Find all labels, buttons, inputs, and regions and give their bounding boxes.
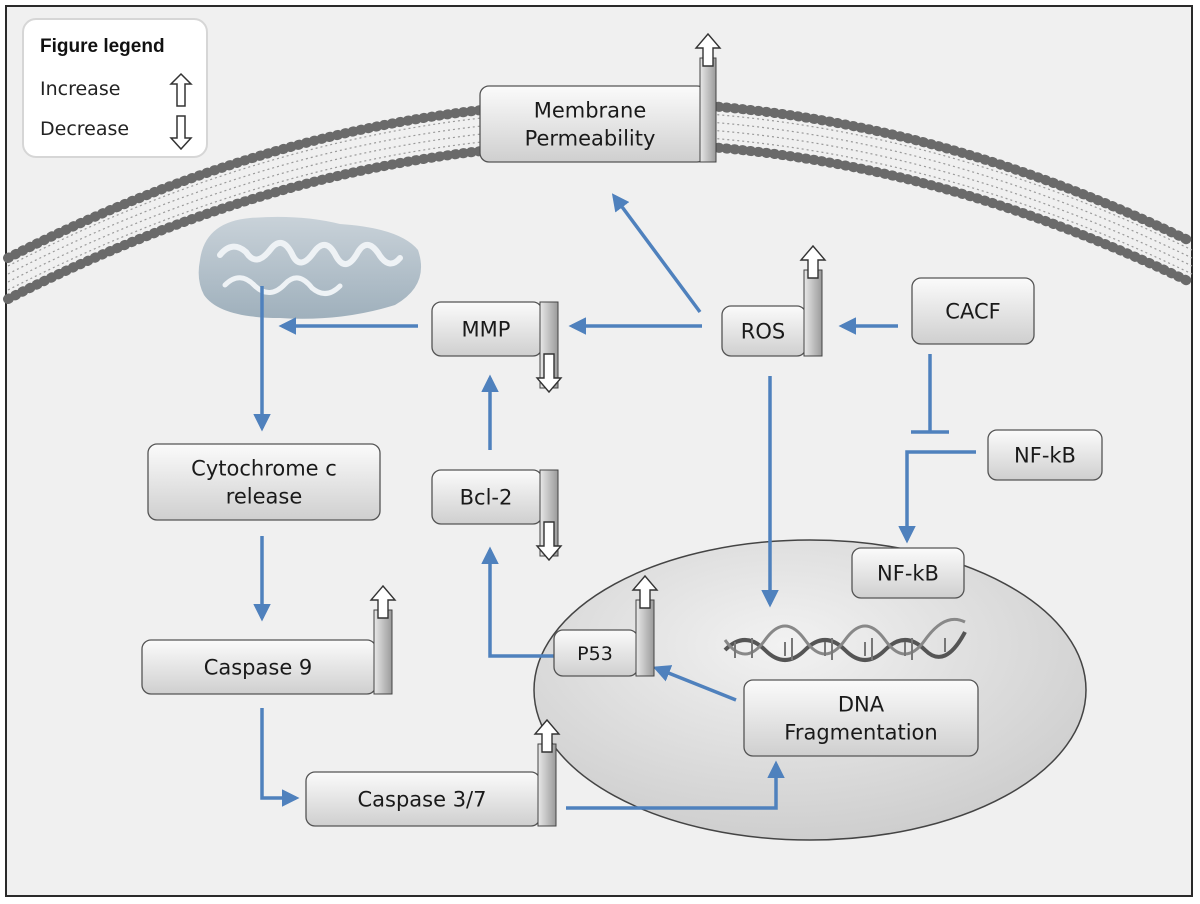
- bcl2-decrease-arrow-icon: [535, 521, 563, 562]
- ros-regulation-bar: [803, 269, 823, 357]
- nfkb-nucleus-label: NF-kB: [877, 562, 939, 586]
- nfkb-cytoplasm-label: NF-kB: [1014, 444, 1076, 468]
- p53-label: P53: [577, 643, 613, 665]
- dna-fragmentation-label: DNA: [838, 692, 885, 716]
- membrane-permeability-label: Permeability: [525, 127, 656, 151]
- nfkb-nucleus-box: [851, 547, 965, 599]
- cytochrome-c-label: release: [226, 485, 303, 509]
- cacf-label: CACF: [945, 300, 1000, 324]
- legend-increase-label: Increase: [40, 78, 121, 100]
- legend-decrease-arrow-icon: [169, 115, 193, 151]
- cytochrome-c-box: [147, 443, 381, 521]
- dna-fragmentation-box: [743, 679, 979, 757]
- dna-fragmentation-label: Fragmentation: [784, 721, 937, 745]
- arrow-dna-fragmentation-to-p53: [652, 665, 737, 702]
- mitochondrion-icon: [198, 216, 422, 319]
- arrow-caspase-3-7-to-dna-fragmentation: [566, 760, 785, 810]
- membrane-permeability-label: Membrane: [534, 98, 647, 122]
- cytochrome-c-label: Cytochrome c: [191, 456, 337, 480]
- caspase37-label: Caspase 3/7: [357, 788, 486, 812]
- inhibition-cacf-nfkb: [911, 354, 949, 434]
- arrow-p53-to-bcl2: [481, 546, 554, 658]
- dna-fragmentation-node: DNA Fragmentation: [743, 679, 979, 757]
- figure-legend: Figure legend Increase Decrease: [22, 18, 208, 158]
- caspase9-regulation-bar: [373, 609, 393, 695]
- caspase37-node: Caspase 3/7: [305, 718, 561, 827]
- p53-node: P53: [553, 574, 659, 677]
- ros-increase-arrow-icon: [799, 244, 827, 279]
- nfkb-nucleus-node: NF-kB: [851, 547, 965, 599]
- pathway-arrows: [253, 193, 976, 810]
- cacf-node: CACF: [911, 277, 1035, 345]
- arrow-caspase-9-to-caspase-3-7: [260, 708, 300, 807]
- arrow-nfkb-translocation: [898, 450, 976, 544]
- caspase9-node: Caspase 9: [141, 584, 397, 695]
- cytochrome-c-node: Cytochrome c release: [147, 443, 381, 521]
- dna-helix-icon: [723, 617, 967, 662]
- cacf-box: [911, 277, 1035, 345]
- caspase37-regulation-bar: [537, 743, 557, 827]
- legend-increase-arrow-icon: [169, 72, 193, 107]
- mmp-label: MMP: [462, 318, 511, 342]
- p53-increase-arrow-icon: [631, 574, 659, 609]
- legend-title: Figure legend: [40, 36, 165, 57]
- caspase9-label: Caspase 9: [204, 656, 313, 680]
- ros-node: ROS: [721, 244, 827, 357]
- legend-decrease-label: Decrease: [40, 118, 130, 140]
- nfkb-cytoplasm-node: NF-kB: [987, 429, 1103, 481]
- caspase37-increase-arrow-icon: [533, 718, 561, 753]
- nfkb-cytoplasm-box: [987, 429, 1103, 481]
- mmp-node: MMP: [431, 301, 563, 394]
- p53-regulation-bar: [635, 599, 655, 677]
- membrane-permeability-increase-arrow-icon: [694, 32, 722, 67]
- bcl2-node: Bcl-2: [431, 469, 563, 562]
- membrane-permeability-regulation-bar: [699, 57, 717, 163]
- caspase9-increase-arrow-icon: [369, 584, 397, 619]
- ros-label: ROS: [741, 320, 785, 344]
- arrow-ros-to-membrane-permeability: [611, 193, 702, 314]
- bcl2-label: Bcl-2: [460, 486, 513, 510]
- mmp-decrease-arrow-icon: [535, 353, 563, 394]
